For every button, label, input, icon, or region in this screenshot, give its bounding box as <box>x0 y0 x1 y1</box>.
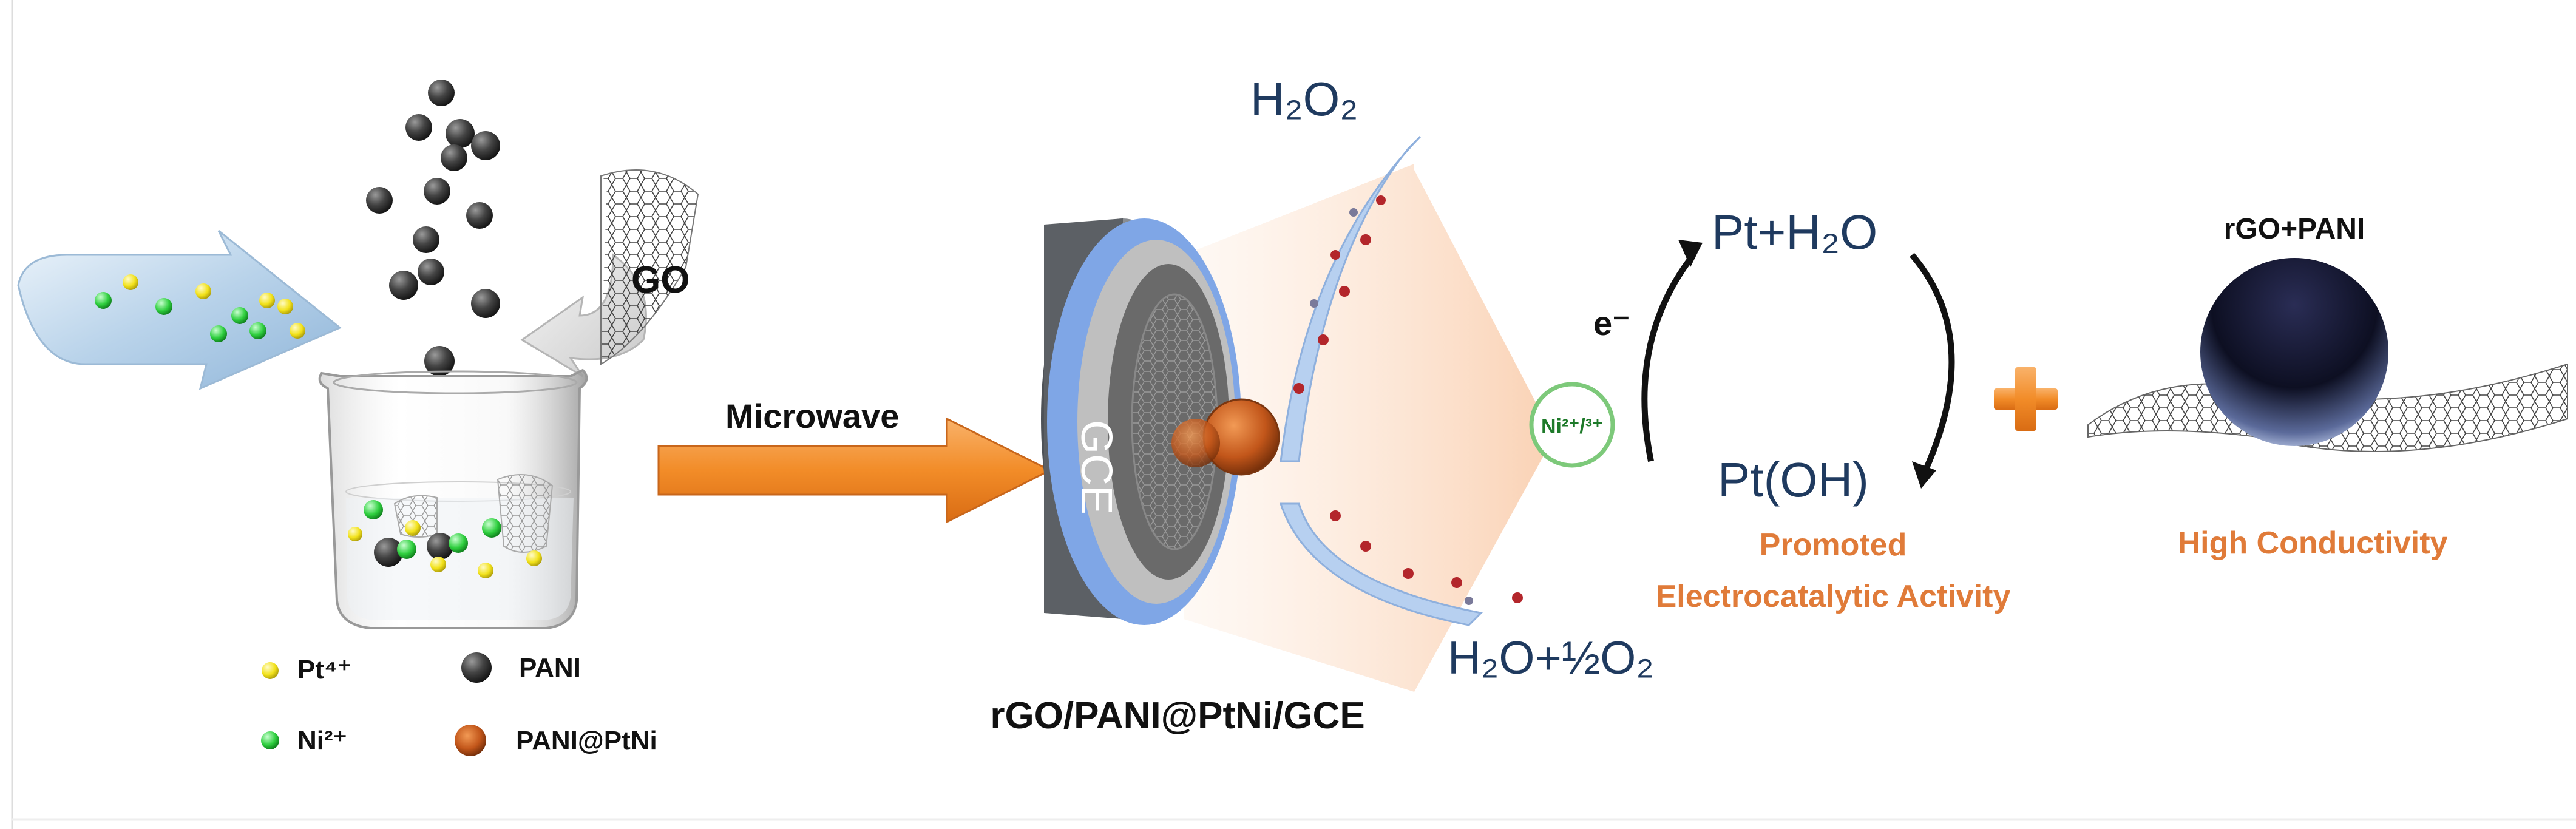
high-conductivity-label: High Conductivity <box>2178 526 2448 561</box>
pani-sphere <box>2200 258 2388 446</box>
reaction-cone <box>1184 164 1554 692</box>
arrow-precursor-ions <box>95 274 305 342</box>
promoted-label-line1: Promoted <box>1760 527 1907 563</box>
legend-ni-label: Ni²⁺ <box>297 726 347 756</box>
graphene-sheet-icon <box>601 170 698 364</box>
pt-oh-label: Pt(OH) <box>1718 453 1869 507</box>
beaker-contents <box>348 500 542 578</box>
legend-pani-label: PANI <box>519 653 581 683</box>
pt-h2o-label: Pt+H₂O <box>1712 205 1877 259</box>
catalytic-cycle <box>1641 240 1955 489</box>
electrode-name-label: rGO/PANI@PtNi/GCE <box>990 695 1364 737</box>
beaker-icon <box>318 368 588 629</box>
go-label: GO <box>631 259 690 301</box>
h2o2-reactant-stream <box>1280 135 1422 462</box>
microwave-arrow <box>657 417 1052 524</box>
gce-label: GCE <box>1072 420 1120 515</box>
graphene-oxide-arrow <box>520 169 699 377</box>
legend-pt-label: Pt⁴⁺ <box>297 655 351 685</box>
legend-ni-marker <box>261 731 279 749</box>
microwave-label: Microwave <box>725 397 899 435</box>
gce-electrode <box>1041 218 1280 625</box>
legend <box>261 652 492 756</box>
precursor-arrow <box>17 229 342 390</box>
legend-pani-ptni-label: PANI@PtNi <box>516 726 657 756</box>
rgo-pani-illustration <box>2087 258 2568 452</box>
falling-pani-particles <box>366 80 500 376</box>
plus-icon <box>1994 367 2058 431</box>
h2o-product-stream <box>1279 502 1523 626</box>
nickel-ion-label: Ni²⁺/³⁺ <box>1541 415 1603 438</box>
electron-label: e⁻ <box>1593 304 1630 342</box>
promoted-label-line2: Electrocatalytic Activity <box>1656 579 2011 614</box>
legend-pani-marker <box>461 652 492 683</box>
legend-pt-marker <box>262 662 279 679</box>
legend-pani-ptni-marker <box>455 725 486 756</box>
h2o-half-o2-label: H₂O+½O₂ <box>1448 632 1654 684</box>
rgo-pani-label: rGO+PANI <box>2224 213 2365 245</box>
h2o2-label: H₂O₂ <box>1250 72 1358 126</box>
nickel-ion-circle <box>1529 382 1615 468</box>
